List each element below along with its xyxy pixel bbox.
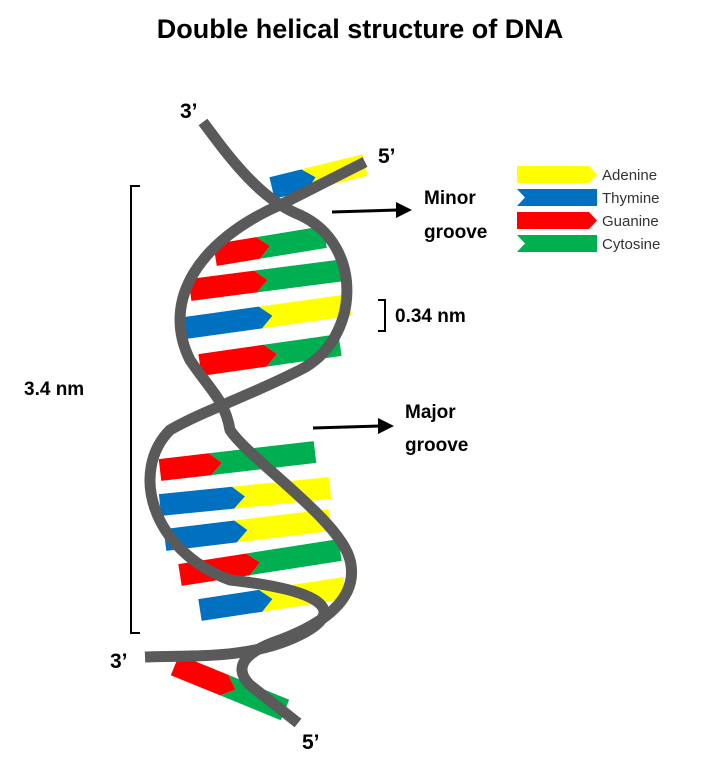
base-pair bbox=[163, 509, 332, 551]
thymine-base bbox=[269, 169, 316, 199]
legend-item: Adenine bbox=[517, 166, 657, 184]
strand-end-bottom-left: 3’ bbox=[110, 650, 128, 673]
minor-groove-label-1: Minor bbox=[424, 188, 476, 209]
base-pair bbox=[213, 226, 327, 266]
page-title: Double helical structure of DNA bbox=[156, 14, 564, 44]
legend-label: Guanine bbox=[602, 213, 659, 230]
thymine-base bbox=[198, 589, 273, 621]
cytosine-block-icon bbox=[517, 235, 597, 252]
legend-label: Cytosine bbox=[602, 236, 660, 253]
minor-groove-arrow bbox=[331, 208, 399, 214]
cytosine-base bbox=[246, 539, 342, 576]
rise-bracket bbox=[378, 299, 386, 332]
pitch-label: 3.4 nm bbox=[24, 379, 84, 400]
base-pair bbox=[170, 654, 290, 721]
legend-item: Thymine bbox=[517, 189, 660, 207]
adenine-block-icon bbox=[517, 166, 597, 183]
major-groove-arrowhead bbox=[378, 418, 394, 434]
legend-item: Cytosine bbox=[517, 235, 660, 253]
major-groove-arrow bbox=[312, 424, 381, 430]
strand-end-top-right: 5’ bbox=[378, 145, 396, 168]
adenine-base bbox=[234, 509, 332, 543]
adenine-base bbox=[259, 294, 352, 329]
pitch-bracket bbox=[130, 185, 140, 634]
base-pair bbox=[188, 259, 347, 301]
guanine-base bbox=[213, 237, 270, 266]
major-groove-label-1: Major bbox=[405, 402, 456, 423]
guanine-block-icon bbox=[517, 212, 597, 229]
cytosine-base bbox=[256, 226, 327, 259]
legend-item: Guanine bbox=[517, 212, 659, 230]
minor-groove-label-2: groove bbox=[424, 222, 487, 243]
major-groove-label-2: groove bbox=[405, 435, 468, 456]
backbone-strand-2 bbox=[174, 157, 368, 728]
thymine-block-icon bbox=[517, 189, 597, 206]
thymine-base bbox=[183, 306, 273, 339]
guanine-base bbox=[198, 344, 277, 376]
legend-label: Thymine bbox=[602, 190, 660, 207]
cytosine-base bbox=[254, 259, 347, 293]
legend-label: Adenine bbox=[602, 167, 657, 184]
guanine-base bbox=[158, 453, 222, 481]
guanine-base bbox=[188, 270, 268, 301]
thymine-base bbox=[158, 486, 245, 516]
base-pair bbox=[269, 154, 368, 199]
base-pair bbox=[183, 294, 352, 339]
strand-end-bottom-right: 5’ bbox=[302, 731, 320, 754]
strand-end-top-left: 3’ bbox=[180, 100, 198, 123]
backbone-strand-1 bbox=[144, 118, 353, 663]
minor-groove-arrowhead bbox=[396, 202, 412, 218]
guanine-base bbox=[170, 654, 236, 696]
rise-label: 0.34 nm bbox=[395, 306, 466, 327]
thymine-base bbox=[163, 520, 248, 551]
